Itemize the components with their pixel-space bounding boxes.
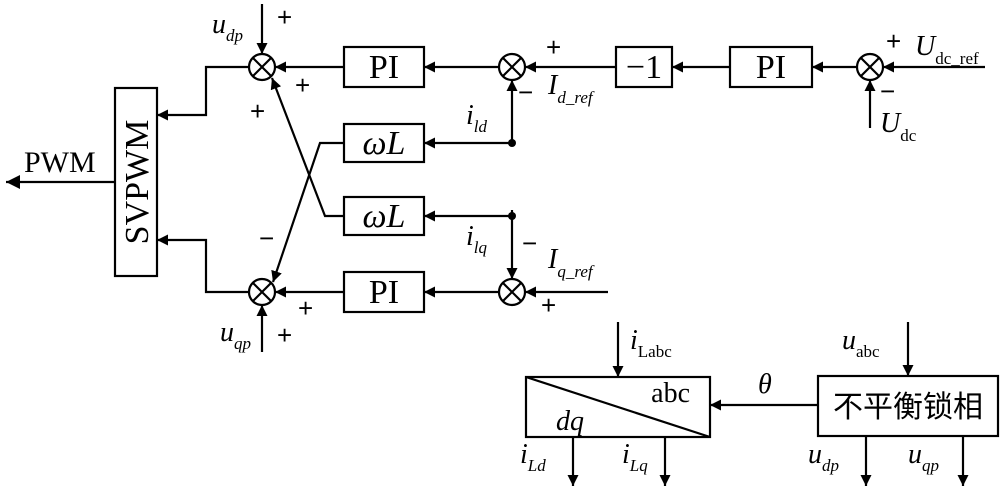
ud-to-svpwm xyxy=(157,65,249,121)
svpwm-label: SVPWM xyxy=(119,120,156,245)
pi-q-block: PI xyxy=(342,270,426,314)
ilabc-label: iLabc xyxy=(630,325,672,361)
pi-d-block: PI xyxy=(342,45,426,89)
neg-one-block: −1 xyxy=(614,45,674,89)
ilq-label: ilq xyxy=(466,221,488,257)
minus-sign-ild: − xyxy=(518,77,533,107)
udc-ref-label: Udc_ref xyxy=(915,31,979,68)
omega-l-q-block: ωL xyxy=(342,195,426,237)
transform-abc-label: abc xyxy=(651,378,690,409)
minus-sign-cross-q: − xyxy=(259,223,274,253)
pll-block: 不平衡锁相 xyxy=(816,374,1000,438)
ild-label: ild xyxy=(466,100,488,136)
uabc-label: uabc xyxy=(842,325,880,361)
omega-l-d-label: ωL xyxy=(363,125,406,162)
pi-dc-label: PI xyxy=(756,49,786,86)
plus-sign-pi-d: + xyxy=(295,70,310,100)
id-ref-label: Id_ref xyxy=(547,70,595,107)
plus-sign-pi-q: + xyxy=(298,293,313,323)
pi-d-label: PI xyxy=(369,49,399,86)
minus-sign-udc: − xyxy=(880,76,895,106)
omega-l-q-to-sum-ud xyxy=(270,77,344,218)
transform-block: abc dq xyxy=(524,375,712,439)
omega-l-d-block: ωL xyxy=(342,122,426,164)
iq-ref-label: Iq_ref xyxy=(547,244,595,281)
theta-label: θ xyxy=(758,369,772,400)
plus-sign-id-ref: + xyxy=(546,32,561,62)
iLq-output-label: iLq xyxy=(622,439,648,475)
pi-q-label: PI xyxy=(369,274,399,311)
iLd-output-label: iLd xyxy=(520,439,546,475)
sum-junction-uq xyxy=(247,277,277,307)
uq-to-svpwm xyxy=(157,234,249,294)
plus-sign-uqp: + xyxy=(277,320,292,350)
pi-dc-block: PI xyxy=(728,45,814,89)
plus-sign-iq-ref: + xyxy=(541,290,556,320)
udp-top-label: udp xyxy=(212,9,243,45)
pll-label: 不平衡锁相 xyxy=(833,390,983,425)
svpwm-block: SVPWM xyxy=(113,86,159,278)
pwm-label: PWM xyxy=(24,146,96,179)
uqp-bottom-label: uqp xyxy=(220,317,251,353)
uqp-output-label: uqp xyxy=(908,439,939,475)
udp-output-label: udp xyxy=(808,439,839,475)
omega-l-d-to-sum-uq xyxy=(271,141,344,283)
sum-junction-ud xyxy=(247,52,277,82)
omega-l-q-label: ωL xyxy=(363,198,406,235)
plus-sign-cross-d: + xyxy=(250,96,265,126)
transform-dq-label: dq xyxy=(556,406,584,437)
udc-label: Udc xyxy=(880,108,917,145)
plus-sign-udp: + xyxy=(277,2,292,32)
neg-one-label: −1 xyxy=(626,49,662,86)
minus-sign-ilq: − xyxy=(522,228,537,258)
sum-junction-iq xyxy=(497,277,527,307)
plus-sign-udc-ref: + xyxy=(886,26,901,56)
